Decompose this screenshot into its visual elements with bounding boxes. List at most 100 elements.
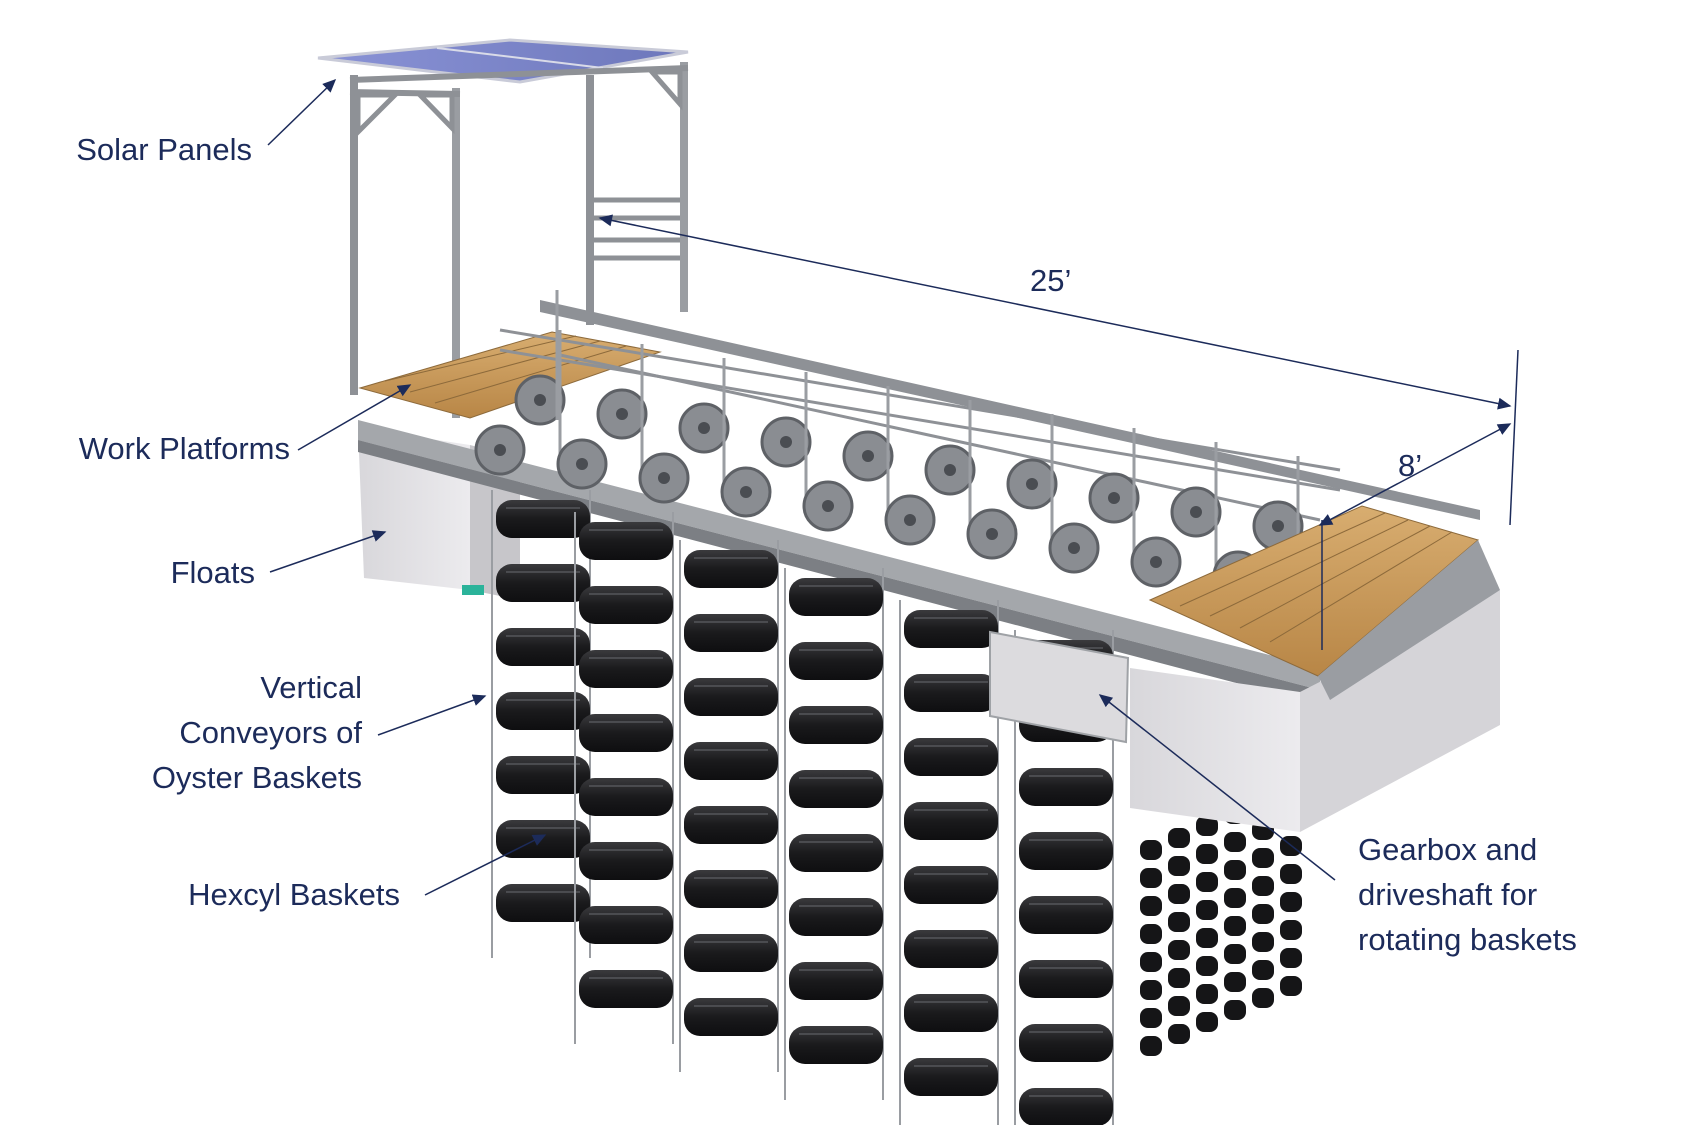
side-basket xyxy=(1168,884,1190,904)
hexcyl-basket xyxy=(789,578,883,616)
side-basket xyxy=(1252,876,1274,896)
wheel-hub xyxy=(780,436,792,448)
side-basket xyxy=(1224,916,1246,936)
hexcyl-basket xyxy=(904,674,998,712)
hexcyl-basket xyxy=(579,906,673,944)
side-basket xyxy=(1224,888,1246,908)
vertical-conveyors-label: Vertical Conveyors of Oyster Baskets xyxy=(110,665,362,800)
hexcyl-basket xyxy=(1019,896,1113,934)
vertical-conveyors-line-2: Conveyors of xyxy=(110,710,362,755)
side-basket xyxy=(1168,828,1190,848)
side-basket xyxy=(1196,1012,1218,1032)
vertical-conveyors-line-1: Vertical xyxy=(110,665,362,710)
side-basket xyxy=(1196,872,1218,892)
wheel-hub xyxy=(1150,556,1162,568)
length-dimension-label: 25’ xyxy=(1030,263,1071,299)
side-basket xyxy=(1140,896,1162,916)
hexcyl-basket xyxy=(789,642,883,680)
wheel-hub xyxy=(904,514,916,526)
hexcyl-baskets-label: Hexcyl Baskets xyxy=(150,872,400,917)
wheel-hub xyxy=(944,464,956,476)
side-basket xyxy=(1196,928,1218,948)
hexcyl-basket xyxy=(904,738,998,776)
hexcyl-basket xyxy=(579,970,673,1008)
side-basket xyxy=(1280,892,1302,912)
floats-label: Floats xyxy=(100,550,255,595)
side-basket xyxy=(1252,960,1274,980)
side-basket xyxy=(1252,848,1274,868)
hexcyl-basket xyxy=(789,706,883,744)
side-basket xyxy=(1280,976,1302,996)
side-basket xyxy=(1140,1036,1162,1056)
side-basket xyxy=(1224,972,1246,992)
side-basket xyxy=(1224,944,1246,964)
hexcyl-basket xyxy=(789,898,883,936)
hexcyl-basket xyxy=(1019,768,1113,806)
hexcyl-basket xyxy=(789,962,883,1000)
gearbox-line-3: rotating baskets xyxy=(1358,917,1648,962)
side-basket xyxy=(1280,864,1302,884)
hexcyl-basket xyxy=(684,550,778,588)
side-basket xyxy=(1224,832,1246,852)
hexcyl-basket xyxy=(684,614,778,652)
wheel-hub xyxy=(616,408,628,420)
gearbox-line-1: Gearbox and xyxy=(1358,827,1648,872)
hexcyl-basket xyxy=(789,1026,883,1064)
hexcyl-basket xyxy=(789,770,883,808)
solar-panels-label: Solar Panels xyxy=(40,127,252,172)
hexcyl-basket xyxy=(904,802,998,840)
side-basket xyxy=(1168,940,1190,960)
wheel-hub xyxy=(1026,478,1038,490)
wheel-hub xyxy=(986,528,998,540)
side-basket xyxy=(1168,912,1190,932)
wheel-hub xyxy=(534,394,546,406)
wheel-hub xyxy=(740,486,752,498)
hexcyl-basket xyxy=(579,714,673,752)
side-basket xyxy=(1224,1000,1246,1020)
hexcyl-basket xyxy=(1019,960,1113,998)
work-platforms-label: Work Platforms xyxy=(20,426,290,471)
side-basket xyxy=(1252,988,1274,1008)
vertical-conveyors-arrow xyxy=(378,696,485,735)
side-basket xyxy=(1280,920,1302,940)
wheel-hub xyxy=(698,422,710,434)
side-basket xyxy=(1168,968,1190,988)
hexcyl-basket xyxy=(684,934,778,972)
wheel-hub xyxy=(494,444,506,456)
hexcyl-basket xyxy=(579,778,673,816)
gearbox-label: Gearbox and driveshaft for rotating bask… xyxy=(1358,827,1648,962)
hexcyl-basket xyxy=(684,742,778,780)
hexcyl-basket xyxy=(684,678,778,716)
side-basket xyxy=(1196,900,1218,920)
side-basket xyxy=(1280,948,1302,968)
hexcyl-basket xyxy=(1019,1088,1113,1125)
side-basket xyxy=(1224,860,1246,880)
side-basket xyxy=(1252,932,1274,952)
side-basket xyxy=(1140,868,1162,888)
wheel-hub xyxy=(1108,492,1120,504)
hexcyl-basket xyxy=(1019,1024,1113,1062)
side-basket xyxy=(1140,952,1162,972)
solar-panels-arrow xyxy=(268,80,335,145)
side-basket xyxy=(1168,1024,1190,1044)
hexcyl-basket xyxy=(684,870,778,908)
hexcyl-basket xyxy=(579,842,673,880)
vertical-conveyors-line-3: Oyster Baskets xyxy=(110,755,362,800)
wheel-hub xyxy=(1068,542,1080,554)
hexcyl-basket xyxy=(579,586,673,624)
hexcyl-basket xyxy=(904,1058,998,1096)
side-basket xyxy=(1140,924,1162,944)
hexcyl-basket xyxy=(579,522,673,560)
hexcyl-basket xyxy=(1019,832,1113,870)
wheel-hub xyxy=(1190,506,1202,518)
side-basket xyxy=(1140,980,1162,1000)
hexcyl-basket xyxy=(789,834,883,872)
side-basket xyxy=(1196,984,1218,1004)
side-basket xyxy=(1168,996,1190,1016)
hexcyl-basket xyxy=(579,650,673,688)
side-basket xyxy=(1140,1008,1162,1028)
hexcyl-basket xyxy=(904,610,998,648)
wheel-hub xyxy=(1272,520,1284,532)
wheel-hub xyxy=(822,500,834,512)
